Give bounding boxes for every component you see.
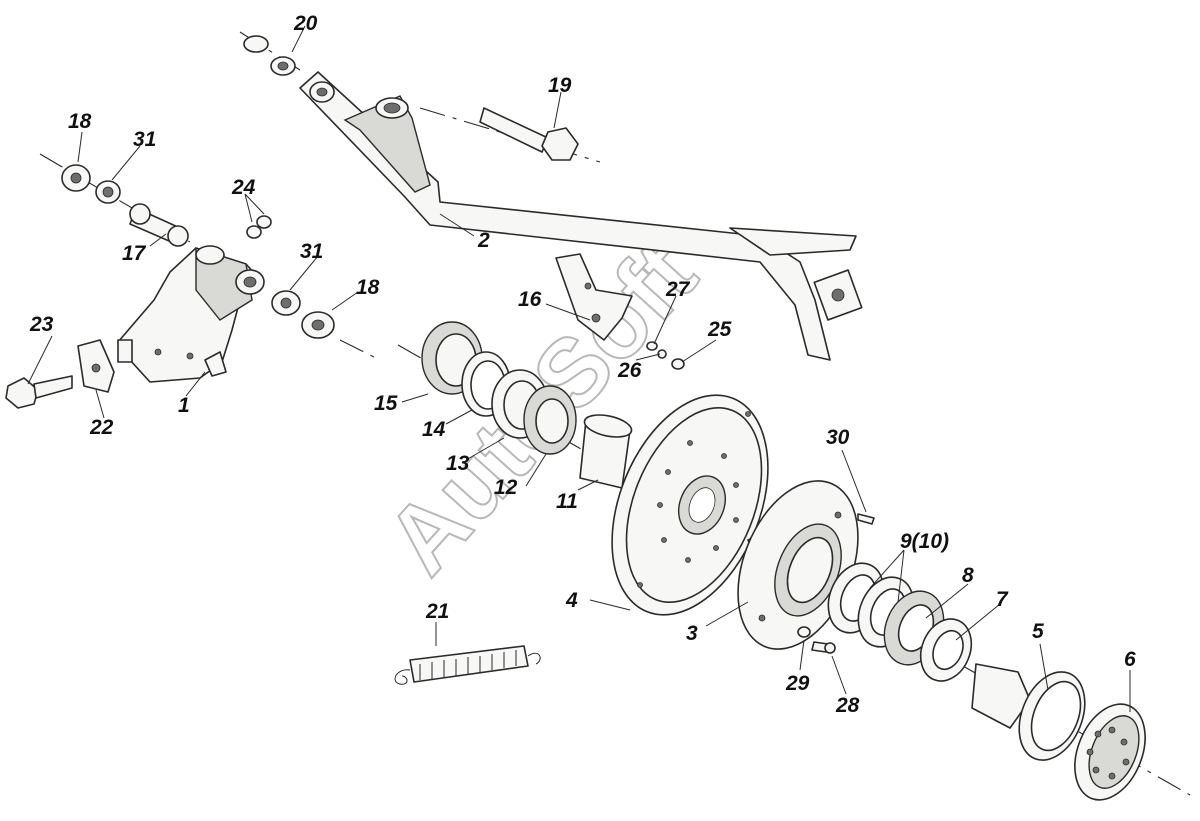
- part-22-plate: [77, 339, 115, 393]
- part-30-screw: [857, 513, 875, 525]
- callout-5: 5: [1032, 620, 1044, 643]
- callout-1: 1: [178, 394, 190, 417]
- callout-17: 17: [122, 242, 147, 265]
- part-6-cap: [1074, 703, 1146, 801]
- part-11-sleeve: [579, 414, 633, 489]
- leader-lines: [27, 25, 1131, 712]
- part-28-bolt: [811, 641, 836, 654]
- callout-12: 12: [494, 476, 518, 499]
- callout-23: 23: [29, 313, 54, 336]
- part-1-bracket: [117, 245, 265, 383]
- part-20-nuts: [243, 35, 296, 76]
- callout-28: 28: [835, 694, 860, 717]
- callout-18-left: 18: [68, 110, 92, 133]
- callout-26: 26: [617, 359, 642, 382]
- callout-22: 22: [89, 416, 114, 439]
- callout-11: 11: [556, 490, 578, 513]
- callout-16: 16: [518, 288, 542, 311]
- callout-13: 13: [446, 452, 470, 475]
- callout-31-left: 31: [133, 128, 156, 151]
- part-25-nut-small: [671, 358, 685, 370]
- callout-21: 21: [425, 600, 449, 623]
- callout-9-10: 9(10): [900, 530, 949, 553]
- callout-6: 6: [1124, 648, 1136, 671]
- part-18-washer-right: [301, 311, 335, 339]
- callout-25: 25: [707, 318, 732, 341]
- callout-19: 19: [548, 74, 572, 97]
- callout-7: 7: [996, 588, 1009, 611]
- part-17-sleeve: [129, 203, 189, 247]
- callout-27: 27: [665, 278, 691, 301]
- part-5-axle: [971, 663, 1086, 761]
- callout-3: 3: [686, 622, 698, 645]
- callout-labels: 20 19 18 31 24 17 31 18 2 23 22 1 16 27 …: [29, 12, 1136, 717]
- part-24-nuts: [246, 215, 272, 239]
- callout-24: 24: [231, 176, 256, 199]
- part-31-bushing-left: [95, 180, 121, 204]
- part-18-washer-left: [61, 164, 91, 192]
- callout-31-right: 31: [300, 240, 323, 263]
- callout-29: 29: [785, 672, 810, 695]
- part-7-ring: [919, 618, 973, 682]
- part-23-bolt: [5, 375, 73, 409]
- part-21-spring: [394, 645, 541, 685]
- part-31-bushing-right: [271, 290, 301, 316]
- callout-20: 20: [293, 12, 318, 35]
- part-27-bolt-small: [646, 341, 658, 351]
- callout-18-right: 18: [356, 276, 380, 299]
- callout-14: 14: [422, 418, 446, 441]
- part-2-lever-arm: [299, 71, 863, 361]
- callout-8: 8: [962, 564, 974, 587]
- callout-2: 2: [477, 229, 490, 252]
- part-29-washer: [797, 626, 811, 638]
- part-4-disc: [611, 394, 769, 616]
- part-19-bolt: [479, 107, 579, 161]
- callout-15: 15: [374, 392, 398, 415]
- part-12-bearing: [523, 385, 577, 455]
- part-16-scraper: [555, 253, 633, 341]
- callout-4: 4: [565, 589, 578, 612]
- callout-30: 30: [826, 426, 850, 449]
